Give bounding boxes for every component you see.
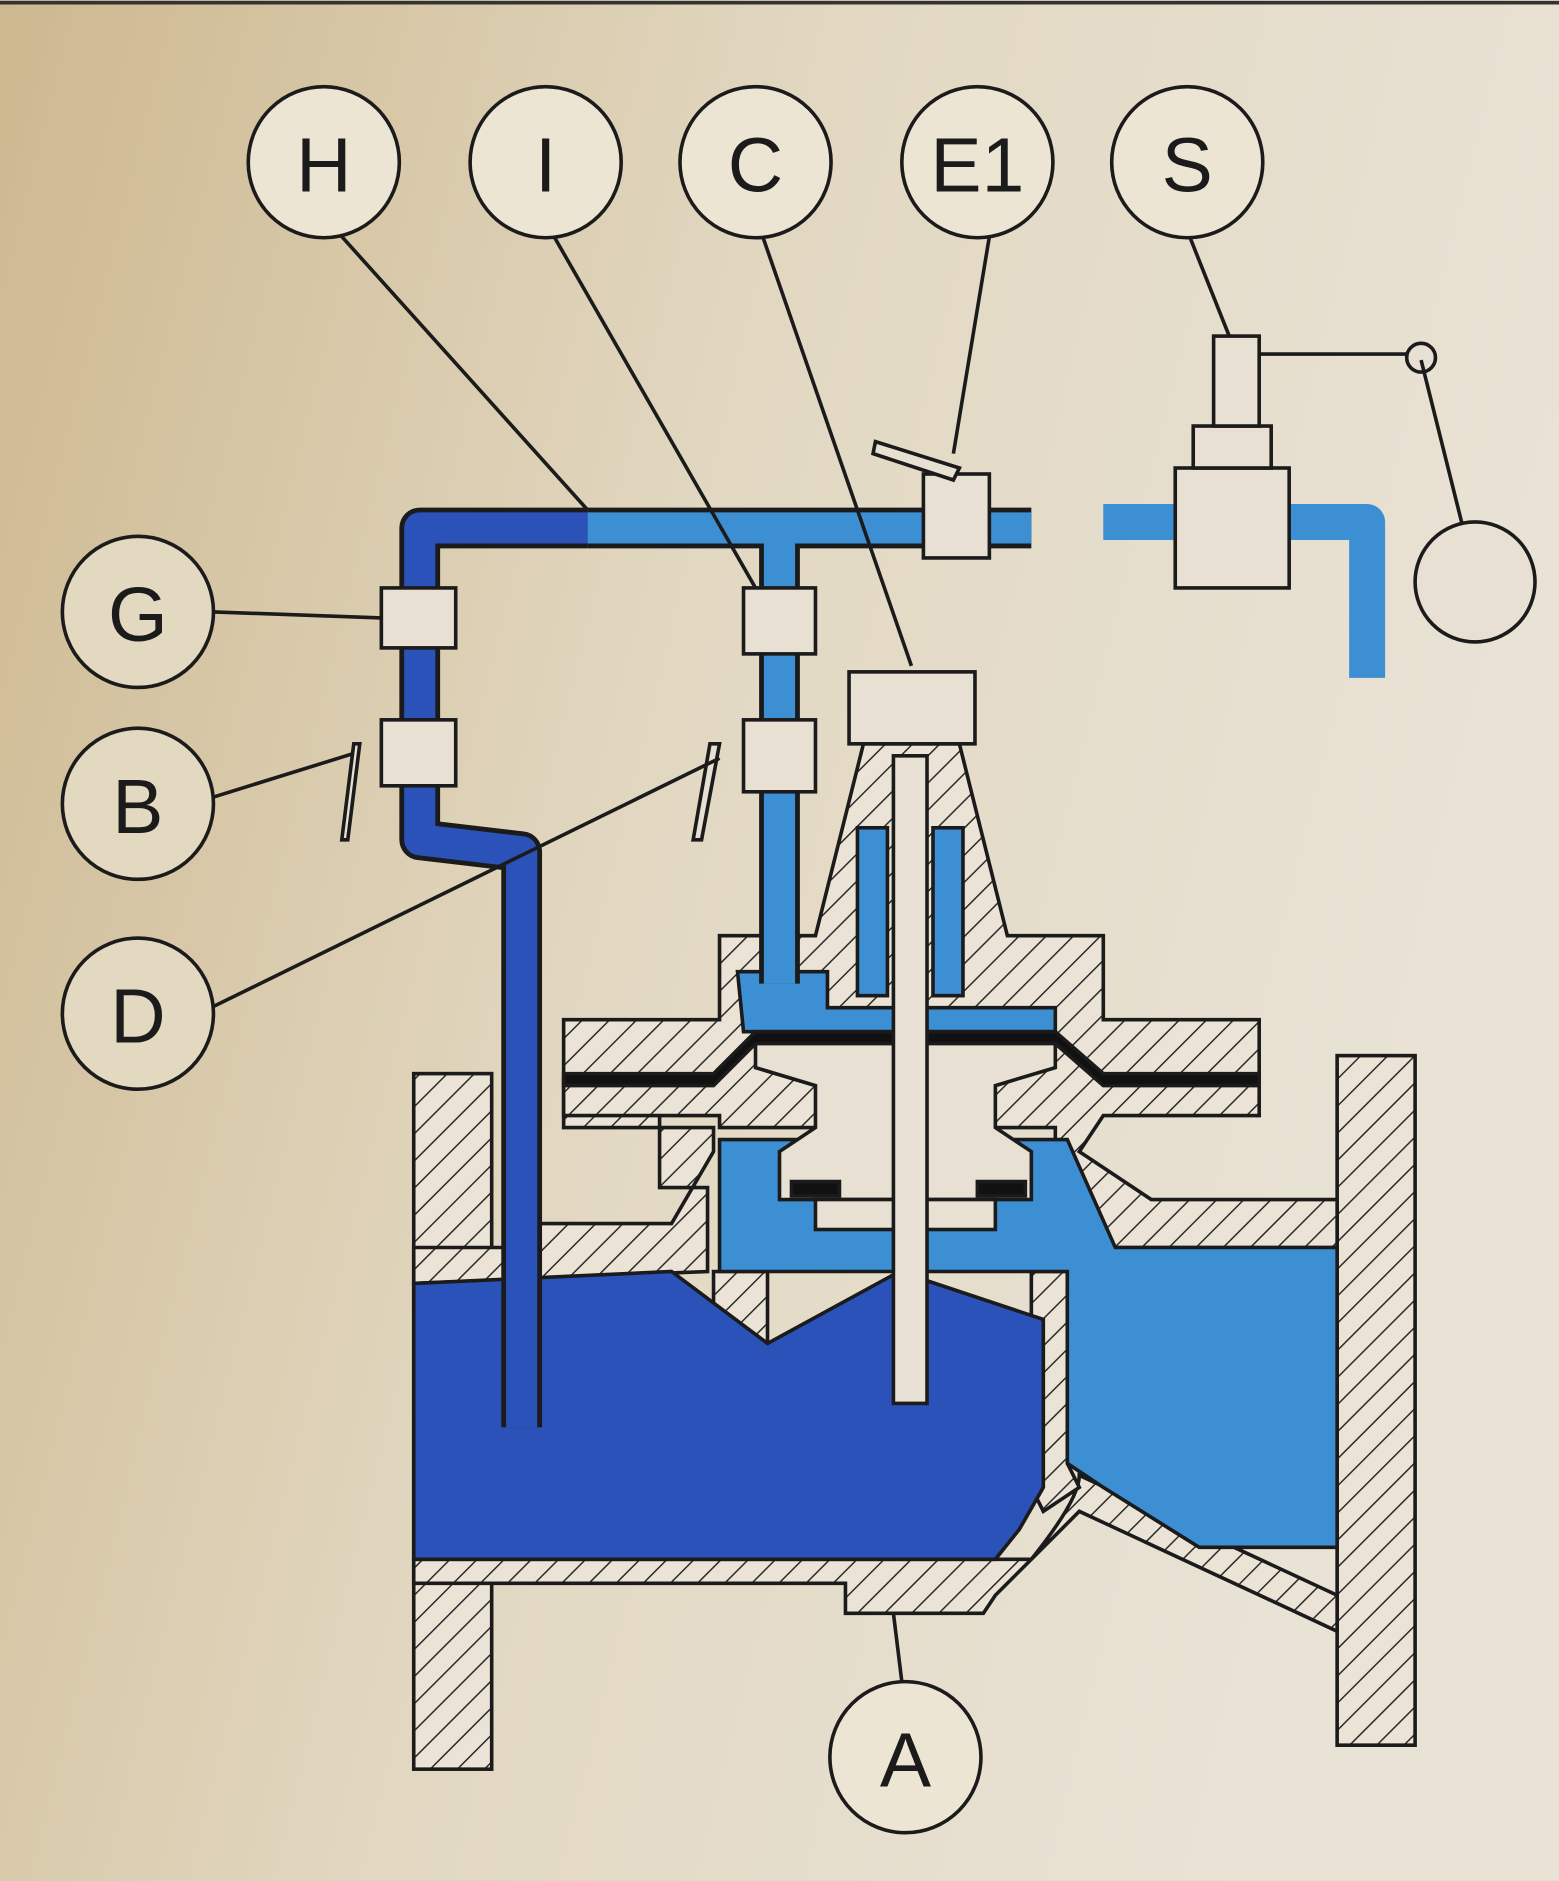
callout-E1: E1 [900, 84, 1055, 240]
callout-B: B [60, 726, 216, 882]
callout-S: S [1109, 84, 1265, 240]
svg-text:H: H [296, 123, 351, 208]
callout-C: C [678, 84, 833, 240]
svg-text:C: C [728, 123, 783, 208]
spring [855, 825, 890, 998]
callout-G: G [60, 534, 216, 690]
cock-d [741, 718, 818, 794]
svg-text:A: A [880, 1718, 932, 1803]
svg-text:I: I [535, 123, 556, 208]
water [411, 969, 1339, 1562]
filter-g [379, 586, 458, 650]
diaphragm-assembly [561, 670, 1261, 1406]
svg-text:G: G [108, 573, 168, 658]
float-valve-s [1173, 466, 1291, 590]
fittings [339, 334, 1537, 842]
callout-D: D [60, 936, 216, 1092]
callout-H: H [246, 84, 402, 240]
float-ball [1413, 520, 1537, 644]
callout-I: I [468, 84, 624, 240]
valve-e1 [921, 472, 992, 560]
fitting-i [741, 586, 818, 656]
svg-text:D: D [110, 975, 165, 1060]
svg-text:E1: E1 [930, 123, 1024, 208]
leader-lines [210, 235, 1231, 1682]
bonnet-chamber [735, 969, 1058, 1034]
actuator-cap [847, 670, 977, 746]
inlet-water-dark [411, 1269, 1046, 1562]
outlet-water-light [717, 1137, 1339, 1550]
svg-text:B: B [112, 765, 163, 850]
callout-A: A [828, 1679, 983, 1835]
svg-text:S: S [1162, 123, 1213, 208]
cock-b [379, 718, 458, 788]
